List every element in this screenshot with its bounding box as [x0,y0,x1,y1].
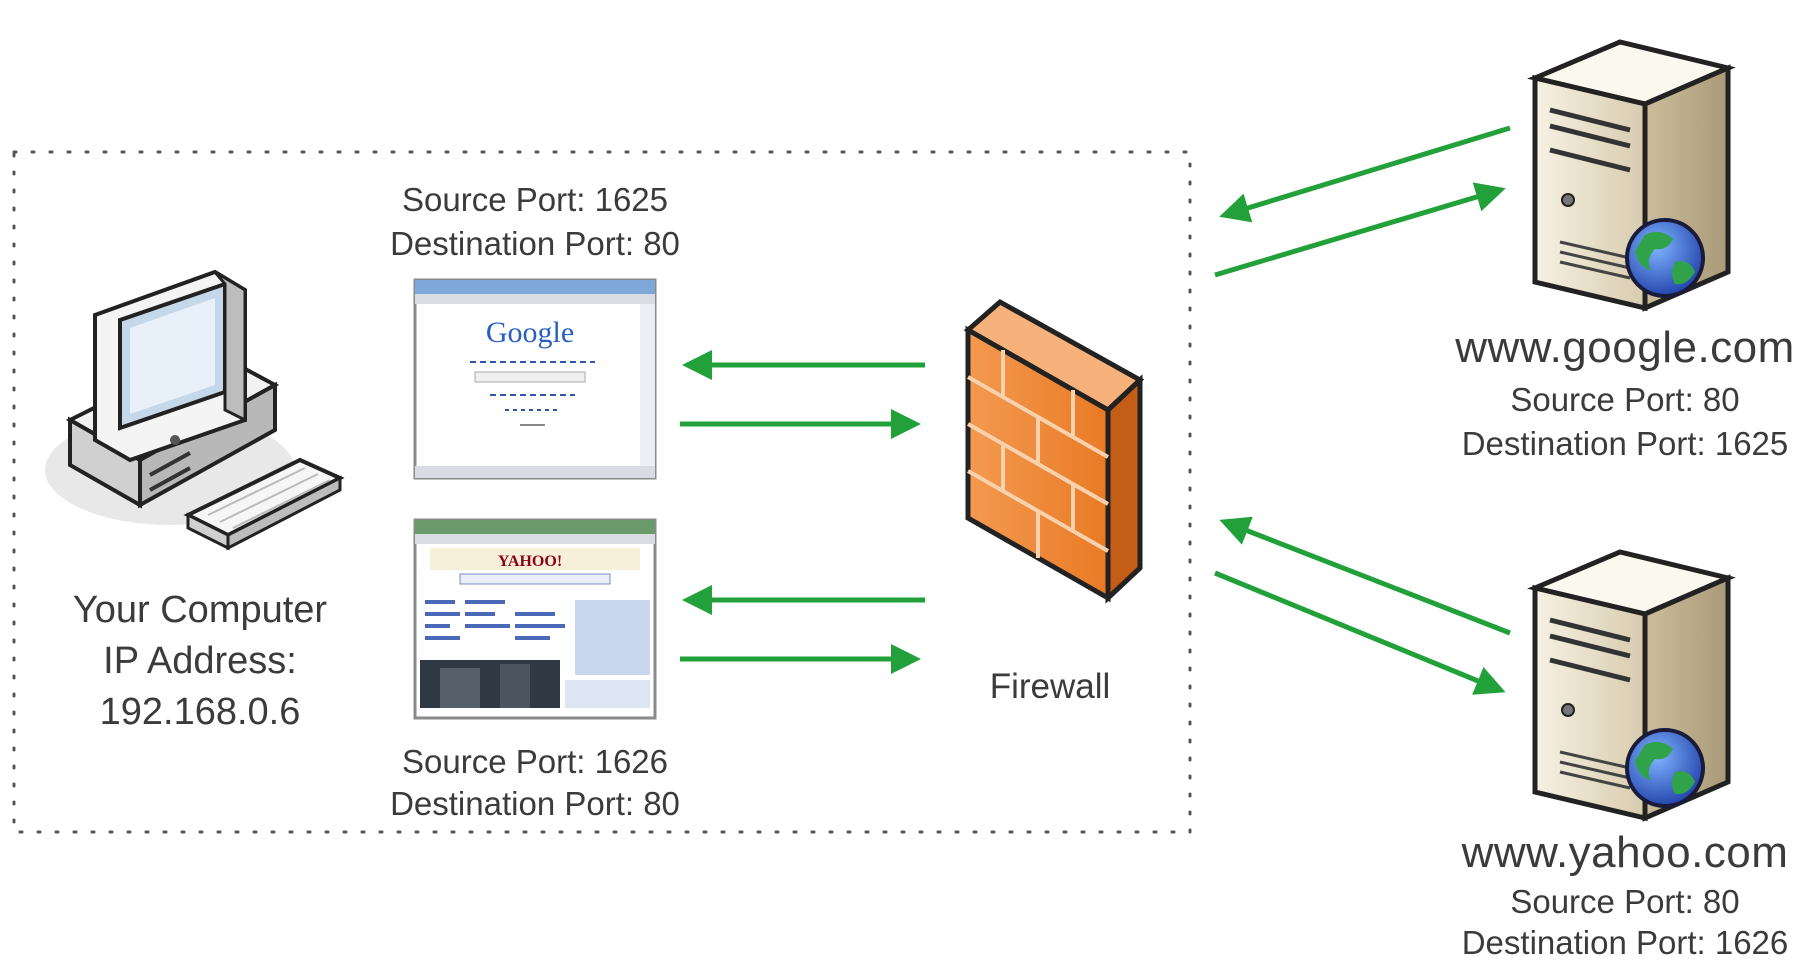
arrow-google-server-to-firewall [1219,125,1511,223]
desktop-computer-icon [45,269,345,551]
firewall-brick-wall-icon [963,298,1145,604]
google-server-destination-port: Destination Port: 1625 [1461,425,1789,462]
computer-name-label: Your Computer [72,589,328,631]
google-server-host: www.google.com [1455,323,1795,372]
computer-ip-address: 192.168.0.6 [99,691,301,733]
yahoo-logo: YAHOO! [498,553,562,570]
arrow-firewall-to-yahoo-server [1214,570,1506,695]
web-server-icon [1526,549,1736,822]
browser-window-yahoo-icon: YAHOO! [413,518,657,720]
yahoo-server-destination-port: Destination Port: 1626 [1461,924,1789,961]
google-server-source-port: Source Port: 80 [1510,381,1740,418]
google-logo: Google [486,316,574,349]
yahoo-source-port: Source Port: 1626 [402,743,668,780]
google-source-port: Source Port: 1625 [402,181,668,218]
yahoo-server-source-port: Source Port: 80 [1510,883,1740,920]
browser-window-google-icon: Google [413,278,657,480]
web-server-icon [1526,39,1736,312]
yahoo-server-host: www.yahoo.com [1461,828,1789,877]
arrow-yahoo-server-to-firewall [1219,516,1511,636]
computer-ip-caption: IP Address: [103,640,297,682]
google-destination-port: Destination Port: 80 [390,225,680,262]
yahoo-destination-port: Destination Port: 80 [390,785,680,822]
arrow-firewall-to-google-server [1214,182,1506,278]
firewall-label: Firewall [989,667,1111,706]
